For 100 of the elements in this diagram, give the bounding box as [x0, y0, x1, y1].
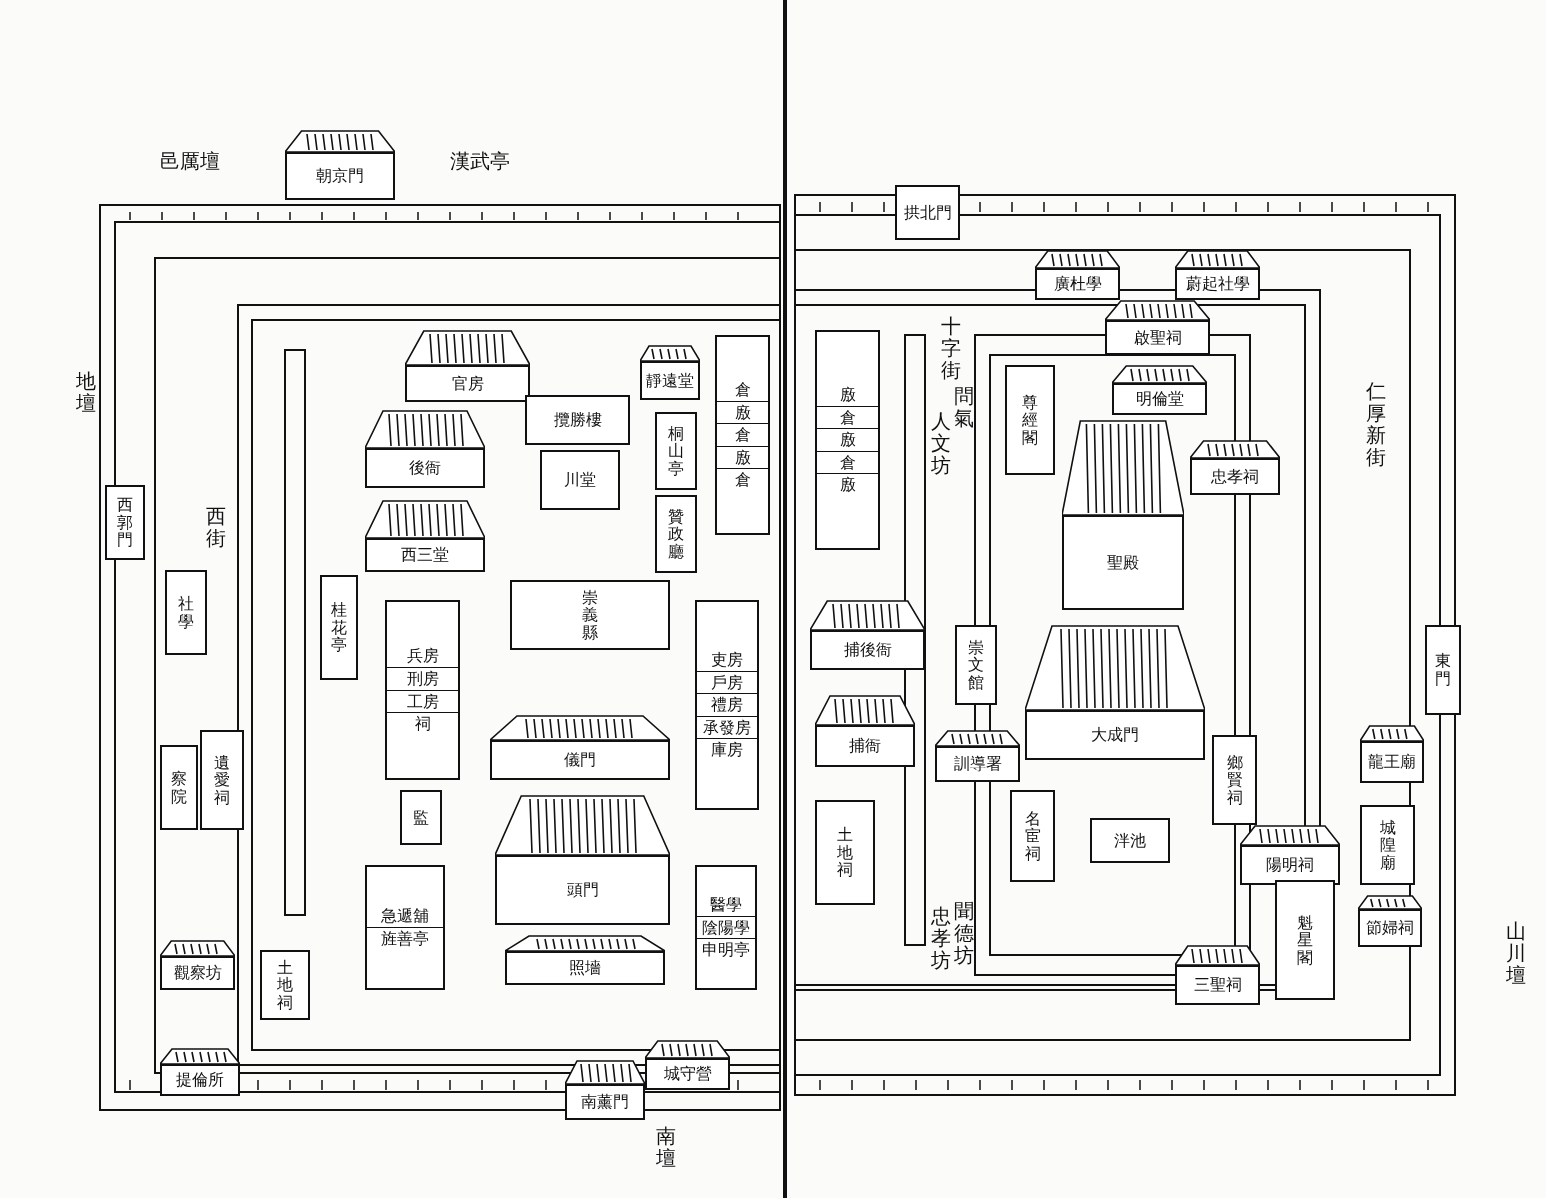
building-name: 倉: [817, 451, 878, 475]
building-name: 東門: [1434, 650, 1452, 690]
building-drawing: [320, 575, 358, 680]
building-drawing: [1275, 880, 1335, 1000]
building-drawing: [715, 335, 770, 535]
building-name: 土地祠: [276, 956, 294, 1014]
building-drawing: [365, 865, 445, 990]
building-drawing: [565, 1060, 645, 1120]
building-drawing: [815, 330, 880, 550]
building-drawing: [1112, 365, 1207, 415]
place-name: 聞德坊: [953, 900, 975, 966]
building-name: 鄉賢祠: [1225, 751, 1244, 809]
building-drawing: [1010, 790, 1055, 882]
building-name: 承發房: [697, 716, 757, 740]
building-name: 儀門: [563, 749, 597, 771]
building-name: 觀察坊: [172, 962, 223, 984]
building-name: 魁星閣: [1296, 911, 1314, 969]
building-drawing: [815, 800, 875, 905]
place-name: 十字街: [940, 315, 962, 381]
building-drawing: [695, 600, 759, 810]
building-name: 靜遠堂: [645, 369, 695, 392]
building-name: 倉: [717, 424, 768, 447]
building-name: 申明亭: [701, 939, 751, 961]
building-drawing: [1425, 625, 1461, 715]
building-drawing: [1025, 625, 1205, 760]
building-drawing: [490, 715, 670, 780]
building-name: 倉: [817, 406, 878, 430]
building-drawing: [1175, 945, 1260, 1005]
building-name: 忠孝祠: [1210, 465, 1260, 488]
building-drawing: [160, 745, 198, 830]
building-drawing: [895, 185, 960, 240]
building-name: 捕後衙: [842, 639, 893, 661]
building-drawing: [525, 395, 630, 445]
building-name: 廒: [838, 474, 857, 496]
building-name: 城守營: [662, 1063, 713, 1085]
place-name: 南壇: [655, 1125, 677, 1169]
building-drawing: [510, 580, 670, 650]
building-drawing: [1105, 300, 1210, 355]
building-name: 南薰門: [580, 1091, 630, 1113]
building-drawing: [1360, 805, 1415, 885]
building-drawing: [1360, 725, 1424, 783]
building-drawing: [105, 485, 145, 560]
building-name: 旌善亭: [380, 928, 430, 950]
building-name: 廒: [817, 429, 878, 452]
building-name: 城隍廟: [1378, 816, 1397, 874]
building-name: 明倫堂: [1134, 388, 1185, 410]
place-name: 漢武亭: [450, 150, 510, 172]
building-name: 廒: [717, 446, 768, 470]
place-name: 問氣: [953, 385, 975, 429]
building-name: 監: [412, 806, 430, 829]
building-drawing: [200, 730, 244, 830]
building-name: 訓導署: [952, 753, 1003, 775]
building-name: 醫學: [697, 894, 755, 917]
building-name: 川堂: [563, 469, 597, 491]
building-name: 禮房: [697, 694, 757, 717]
building-drawing: [160, 940, 235, 990]
building-drawing: [540, 450, 620, 510]
building-name: 刑房: [387, 667, 458, 691]
building-drawing: [385, 600, 460, 780]
building-drawing: [260, 950, 310, 1020]
building-name: 朝京門: [315, 165, 365, 187]
building-drawing: [365, 410, 485, 488]
building-name: 啟聖祠: [1132, 326, 1183, 349]
building-drawing: [810, 600, 925, 670]
building-name: 攬勝樓: [552, 409, 603, 431]
building-drawing: [655, 495, 697, 573]
building-name: 節婦祠: [1365, 917, 1415, 939]
place-name: 西街: [205, 505, 227, 549]
building-drawing: [955, 625, 997, 705]
building-name: 廣杜學: [1052, 273, 1103, 295]
building-drawing: [160, 1048, 240, 1096]
building-drawing: [285, 130, 395, 200]
building-name: 官房: [450, 372, 485, 395]
building-name: 廒: [717, 401, 768, 425]
building-name: 贊政廳: [667, 505, 685, 563]
building-drawing: [645, 1040, 730, 1090]
building-name: 照墻: [568, 957, 602, 979]
building-name: 工房: [387, 690, 458, 714]
building-name: 提倫所: [175, 1069, 225, 1091]
building-name: 西郭門: [116, 494, 134, 551]
place-name: 忠孝坊: [930, 905, 952, 971]
building-drawing: [505, 935, 665, 985]
building-name: 祠: [413, 713, 432, 735]
building-drawing: [1035, 250, 1120, 300]
building-name: 大成門: [1090, 724, 1140, 746]
building-name: 頭門: [565, 879, 600, 901]
building-name: 庫房: [710, 739, 744, 761]
building-drawing: [1005, 365, 1055, 475]
place-name: 人文坊: [930, 410, 952, 476]
place-name: 邑厲壇: [160, 150, 220, 172]
building-name: 吏房: [697, 649, 757, 672]
place-name: 地壇: [75, 370, 97, 414]
building-name: 遺愛祠: [213, 751, 231, 809]
building-drawing: [1190, 440, 1280, 495]
building-drawing: [400, 790, 442, 845]
building-name: 察院: [170, 767, 188, 808]
building-drawing: [1240, 825, 1340, 885]
building-drawing: [935, 730, 1020, 782]
building-name: 崇義縣: [581, 586, 599, 644]
place-name: 仁厚新街: [1365, 380, 1387, 468]
